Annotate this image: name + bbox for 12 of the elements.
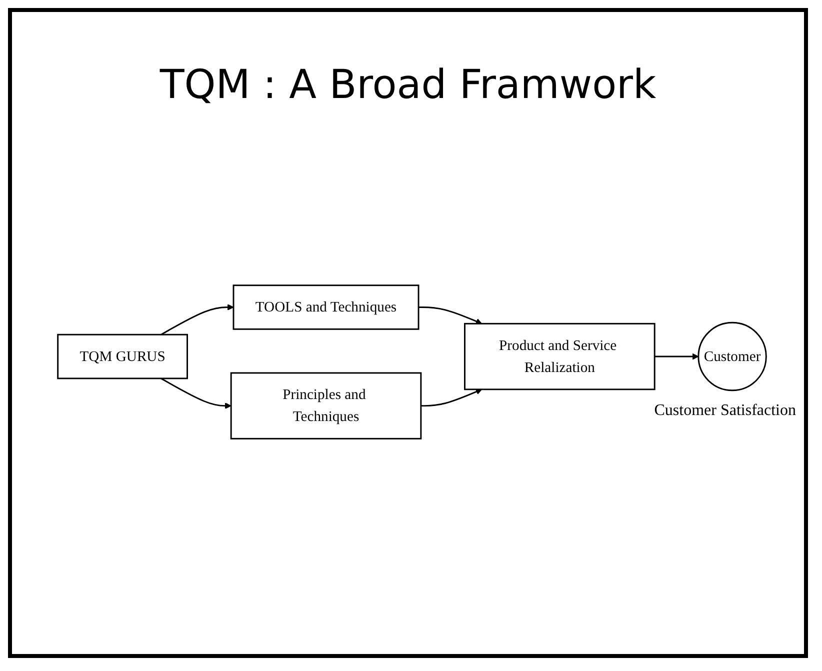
arrow — [160, 304, 234, 336]
arrow — [654, 353, 699, 360]
arrow — [160, 378, 232, 410]
title: TQM : A Broad Framwork — [158, 62, 658, 108]
process-box: TQM GURUS — [57, 334, 188, 380]
process-box: Product and Service Relalization — [464, 322, 656, 390]
process-box: Principles and Techniques — [230, 372, 422, 440]
arrow — [420, 388, 482, 407]
process-box: TOOLS and Techniques — [232, 284, 420, 330]
circle-node: Customer — [698, 322, 767, 392]
node-caption: Customer Satisfaction — [654, 402, 796, 420]
arrow — [418, 306, 482, 324]
